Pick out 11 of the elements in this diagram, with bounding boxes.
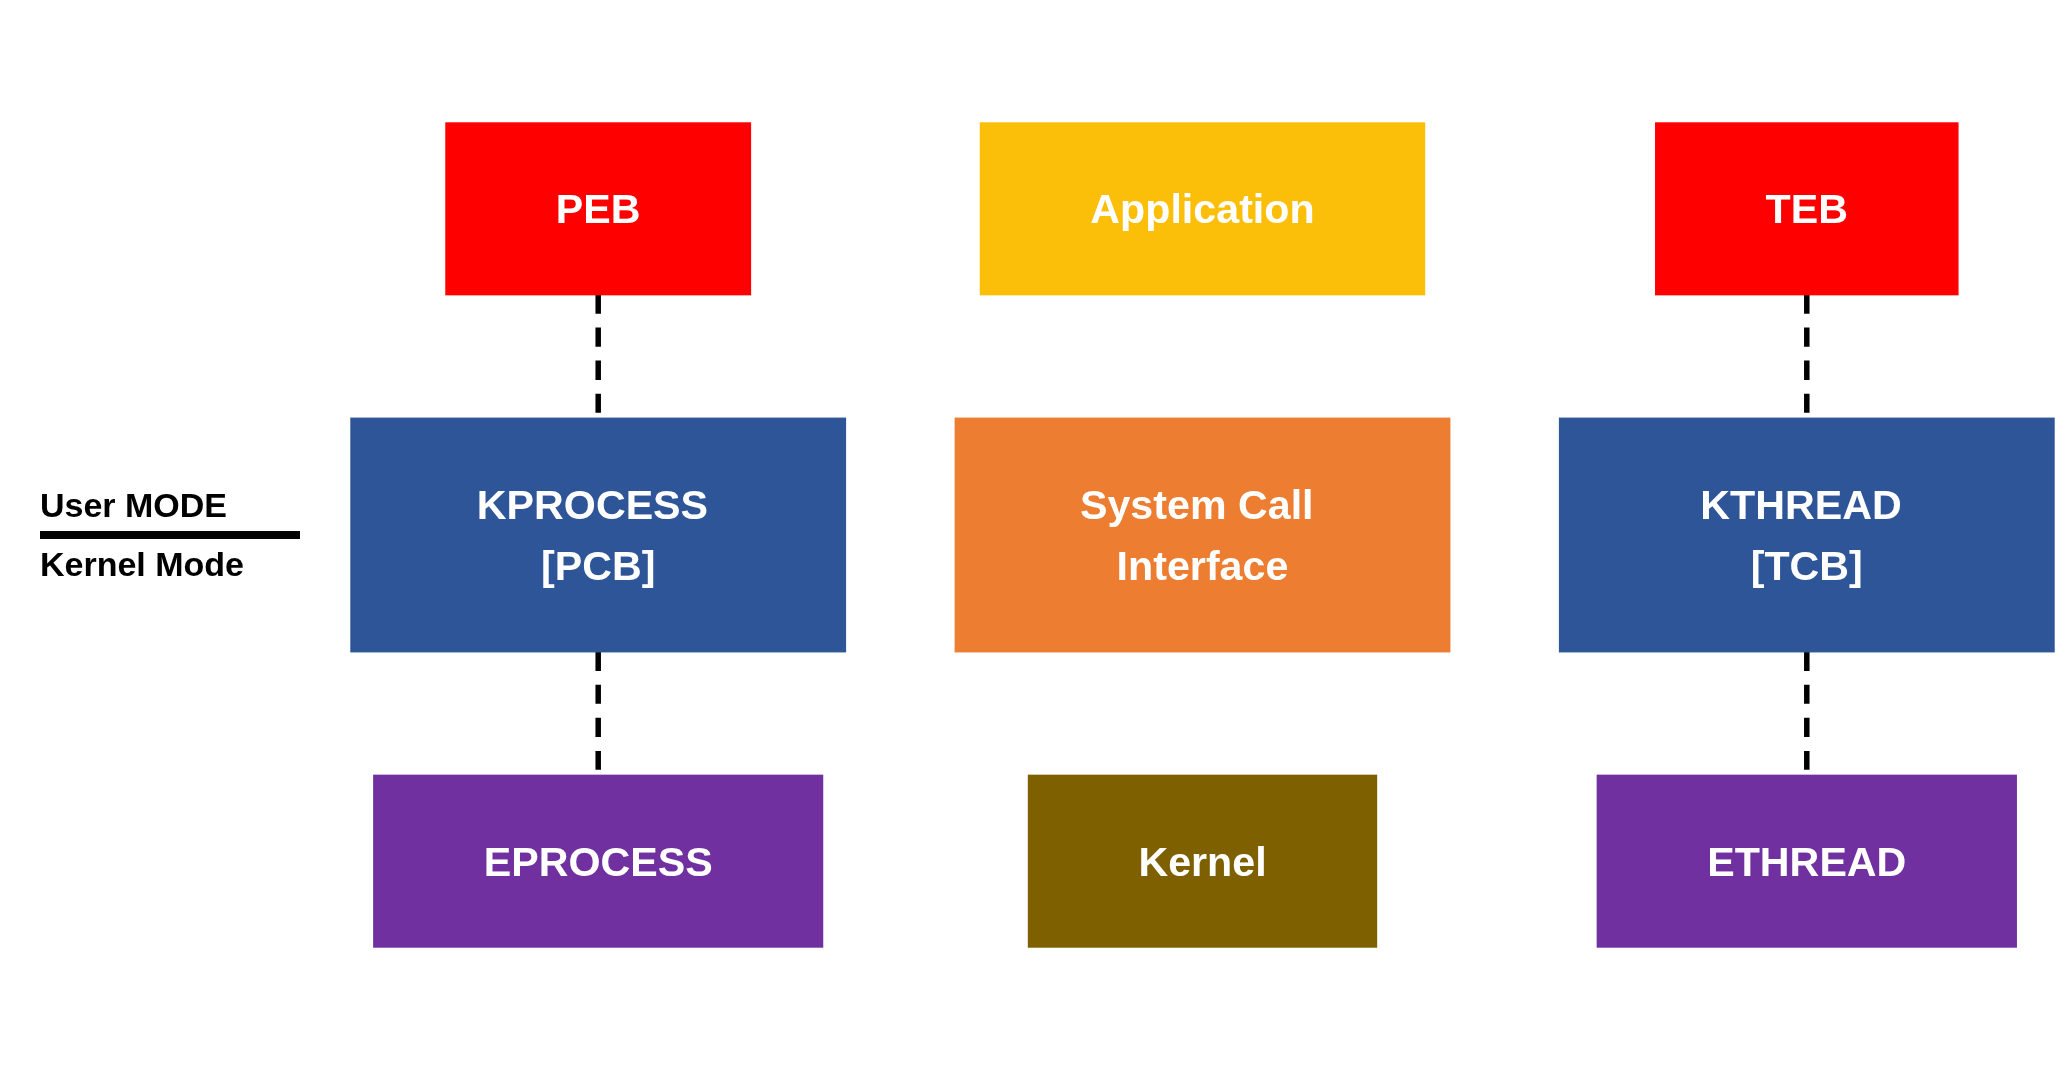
node-box: Application (979, 121, 1426, 295)
node-box: KTHREAD [TCB] (1558, 417, 2055, 652)
node-box: KPROCESS [PCB] (350, 417, 847, 652)
node-box: System Call Interface (954, 417, 1451, 652)
node-box: EPROCESS (373, 774, 824, 948)
node-box: PEB (445, 121, 752, 295)
node-box: ETHREAD (1596, 774, 2017, 948)
node-box: TEB (1655, 121, 1959, 295)
node-box: Kernel (1027, 774, 1378, 948)
mode-label: User MODE (40, 485, 228, 525)
mode-label: Kernel Mode (40, 544, 245, 584)
